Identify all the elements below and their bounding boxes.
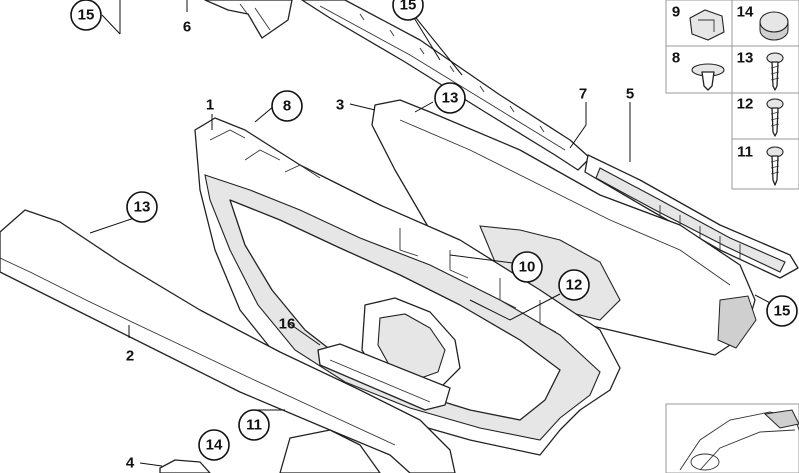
callout-13-left: 13	[126, 191, 158, 223]
callout-15-right: 15	[766, 295, 798, 327]
callout-15-top: 15	[392, 0, 424, 21]
callout-15-label: 15	[78, 7, 95, 24]
callout-10: 10	[511, 251, 543, 283]
legend-13-number: 13	[737, 50, 754, 67]
callout-10-label: 10	[519, 259, 536, 276]
label-16: 16	[279, 316, 296, 333]
part-3-inner-panel	[371, 99, 757, 356]
callout-13-label: 13	[134, 199, 151, 216]
label-6: 6	[183, 19, 191, 36]
car-location-thumbnail	[665, 403, 799, 473]
label-1: 1	[206, 97, 214, 114]
label-4: 4	[126, 455, 135, 472]
callout-13-label: 13	[442, 90, 459, 107]
callout-15-label: 15	[774, 303, 791, 320]
callout-8: 8	[271, 90, 303, 122]
legend-11-number: 11	[737, 144, 753, 161]
clip-nut-icon	[689, 9, 725, 41]
screw-icon	[766, 52, 784, 91]
legend-8-number: 8	[672, 50, 680, 67]
part-2-lower-trim	[0, 209, 456, 473]
label-5: 5	[626, 86, 634, 103]
callout-11-label: 11	[246, 417, 262, 434]
screw-icon	[766, 146, 784, 186]
callout-15-label: 15	[400, 0, 417, 14]
part-4-end-cap	[159, 429, 381, 473]
label-3: 3	[336, 97, 344, 114]
screw-icon	[766, 98, 784, 137]
callout-12: 12	[558, 269, 590, 301]
callout-15-top-left: 15	[70, 0, 102, 31]
callout-8-label: 8	[283, 98, 291, 115]
part-6-trim	[204, 0, 293, 39]
callout-11: 11	[238, 409, 270, 441]
label-2: 2	[126, 348, 134, 365]
callout-14-label: 14	[206, 437, 223, 454]
fastener-legend: 9 14 8 13 12 11	[665, 0, 799, 190]
callout-12-label: 12	[566, 277, 583, 294]
part-16-grip	[317, 297, 461, 411]
legend-9-number: 9	[672, 4, 680, 21]
legend-12-number: 12	[737, 96, 754, 113]
expanding-rivet-icon	[691, 63, 725, 91]
label-7: 7	[579, 86, 587, 103]
legend-14-number: 14	[737, 4, 754, 21]
callout-13-upper: 13	[434, 82, 466, 114]
callout-14: 14	[198, 429, 230, 461]
cap-icon	[759, 11, 789, 41]
